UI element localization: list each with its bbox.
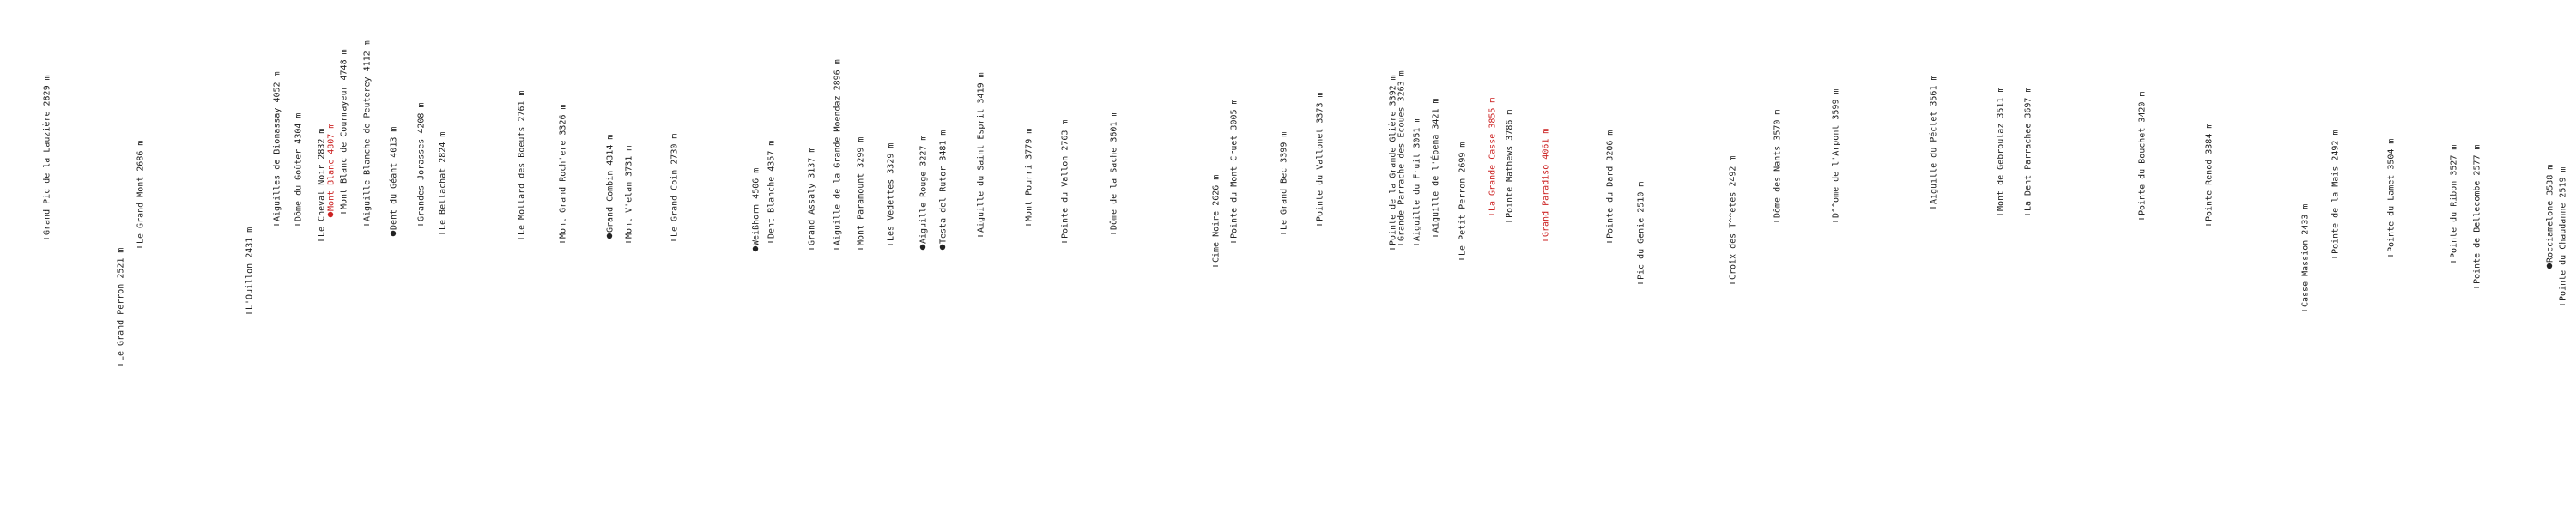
peak-label: Pointe Mathews 3786 m [1506, 110, 1515, 218]
peak-label: Le Cheval Noir 2832 m [318, 129, 327, 237]
peak-label: Pointe de la Grande Glière 3392 m [1388, 75, 1398, 245]
peak-label: Aiguille de l'Épena 3421 m [1430, 98, 1441, 233]
peak-label: Dôme de la Sache 3601 m [1109, 112, 1119, 230]
peak-label: Pointe Renod 3384 m [2205, 124, 2215, 221]
peak-label: Rocciamelone 3538 m [2546, 165, 2555, 263]
peak-label: Croix des T^^etes 2492 m [1729, 156, 1738, 281]
peak-label: Pointe du Vallonet 3373 m [1316, 92, 1325, 221]
peak-label: Aiguille du Fruit 3051 m [1413, 118, 1422, 242]
peak-label: Dent du Géant 4013 m [389, 127, 399, 230]
peak-label: Pointe de Bellecombe 2577 m [2473, 144, 2482, 284]
peak-label: Grandes Jorasses 4208 m [417, 103, 427, 221]
peak-label: Weißhorn 4506 m [752, 168, 761, 245]
peak-label: Aiguilles de Bionassay 4052 m [273, 71, 282, 221]
peak-label: Mont de Gebroulaz 3511 m [1997, 88, 2006, 212]
peak-label: Mont Pourri 3779 m [1025, 129, 1034, 221]
peak-label: Grand Paradiso 4061 m [1542, 129, 1551, 237]
peak-label: Pic du Genie 2510 m [1637, 182, 1646, 280]
peak-label: Cime Noire 2626 m [1212, 175, 1221, 263]
peak-label: Le Grand Coin 2730 m [670, 134, 680, 237]
peak-label: Testa del Rutor 3481 m [939, 130, 949, 244]
peak-label: Mont Grand Roch'ere 3326 m [559, 104, 568, 239]
peak-dot-marker [752, 245, 759, 252]
peak-label: Le Petit Perron 2699 m [1458, 142, 1468, 256]
peak-label: Pointe du Vallon 2763 m [1061, 120, 1070, 239]
peak-label: D^^ome de l'Arpont 3599 m [1832, 88, 1841, 218]
peak-label: Pointe du Lamet 3504 m [2387, 139, 2397, 252]
peak-label: Grande Parrache des Ecoues 3263 m [1397, 70, 1407, 241]
peak-dot-marker [2546, 263, 2553, 269]
peak-label: Le Bellachat 2824 m [439, 132, 448, 230]
peak-label: Le Grand Perron 2521 m [117, 248, 126, 361]
peak-label: Mont Blanc de Courmayeur 4748 m [340, 49, 349, 209]
peak-label: Grand Pic de la Lauzière 2829 m [42, 75, 52, 235]
peak-label: Le Grand Bec 3399 m [1280, 132, 1289, 230]
peak-label: Grand Combin 4314 m [606, 135, 615, 233]
peak-label: Pointe du Dard 3206 m [1606, 130, 1615, 239]
peak-label: Dôme des Nants 3570 m [1773, 110, 1783, 218]
peak-label: Grand Assaly 3137 m [808, 148, 817, 245]
peak-label: Le Grand Mont 2686 m [136, 141, 146, 244]
peak-label: Dent Blanche 4357 m [767, 141, 777, 239]
peak-dot-marker [919, 244, 926, 251]
peak-label: Aiguille Blanche de Peuterey 4112 m [363, 40, 373, 221]
peak-label: Casse Massion 2433 m [2301, 204, 2311, 307]
peak-labels-group: Grand Pic de la Lauzière 2829 m Le Grand … [42, 40, 2568, 366]
peak-label: Mont Paramount 3299 m [857, 137, 866, 245]
peak-dot-marker [606, 233, 613, 239]
peak-dot-marker [939, 244, 946, 251]
peak-label: Pointe du Bouchet 3420 m [2138, 92, 2148, 216]
peak-dot-marker [327, 211, 334, 218]
peak-label: Aiguille du Péclet 3561 m [1929, 75, 1939, 204]
peak-label: Le Mollard des Boeufs 2761 m [518, 90, 527, 235]
peak-label: La Dent Parrachee 3697 m [2024, 88, 2034, 212]
peak-label: Aiguille Rouge 3227 m [919, 136, 929, 244]
peak-label: La Grande Casse 3855 m [1488, 98, 1498, 211]
peak-label: L'Ouillon 2431 m [245, 227, 255, 310]
peak-label: Pointe du Chaudanne 2519 m [2559, 166, 2568, 301]
peak-label: Dôme du Goûter 4304 m [294, 113, 304, 221]
peak-label: Pointe du Ribon 3527 m [2450, 145, 2459, 258]
peak-label: Les Vedettes 3329 m [887, 143, 896, 241]
peak-label: Mont Blanc 4807 m [327, 124, 336, 211]
peak-dot-marker [390, 230, 397, 237]
peak-label: Mont V'elan 3731 m [625, 146, 634, 239]
peak-label: Pointe de la Mais 2492 m [2331, 130, 2341, 255]
peak-label: Aiguille du Saint Esprit 3419 m [977, 72, 986, 233]
peak-label: Pointe du Mont Cruet 3005 m [1230, 99, 1240, 239]
peak-label: Aiguille de la Grande Moendaz 2896 m [833, 59, 843, 245]
